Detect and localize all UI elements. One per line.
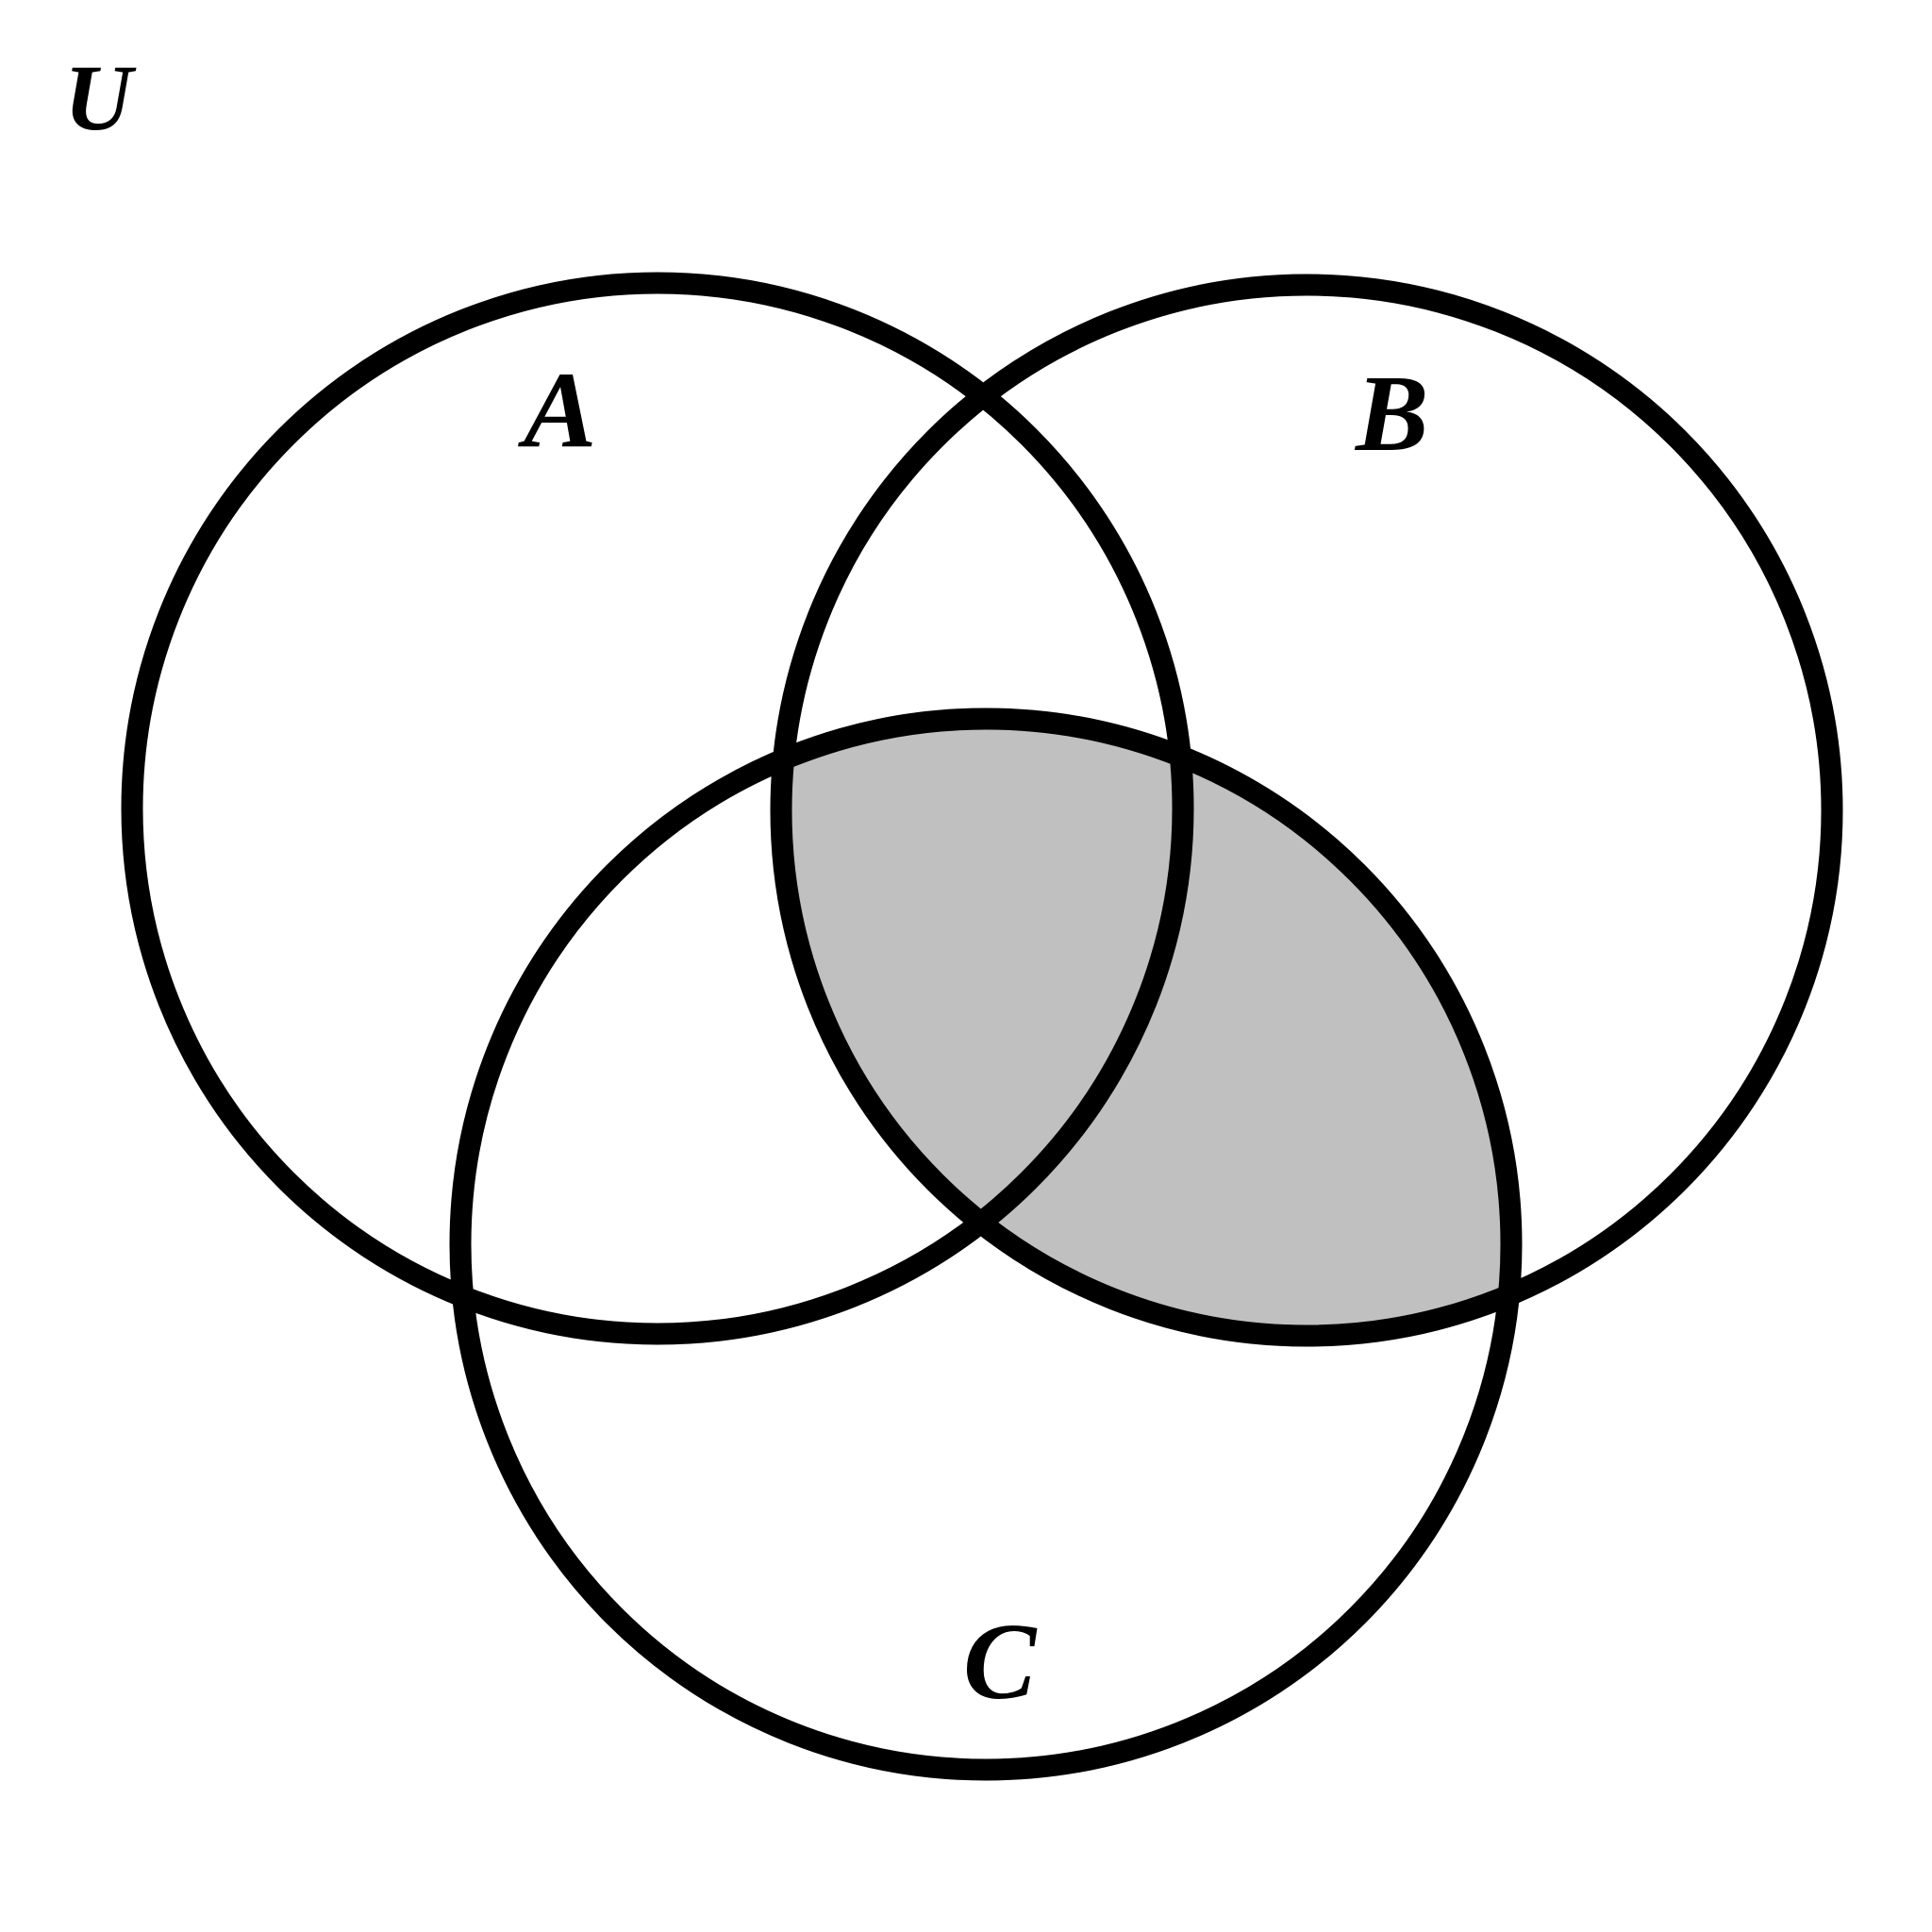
circle-b bbox=[770, 274, 1843, 1347]
set-label-b: B bbox=[1354, 354, 1428, 475]
circle-a bbox=[121, 272, 1194, 1345]
circle-c bbox=[449, 708, 1523, 1781]
set-label-a: A bbox=[518, 350, 596, 471]
set-label-c: C bbox=[963, 1602, 1038, 1723]
universe-label: U bbox=[64, 45, 137, 150]
